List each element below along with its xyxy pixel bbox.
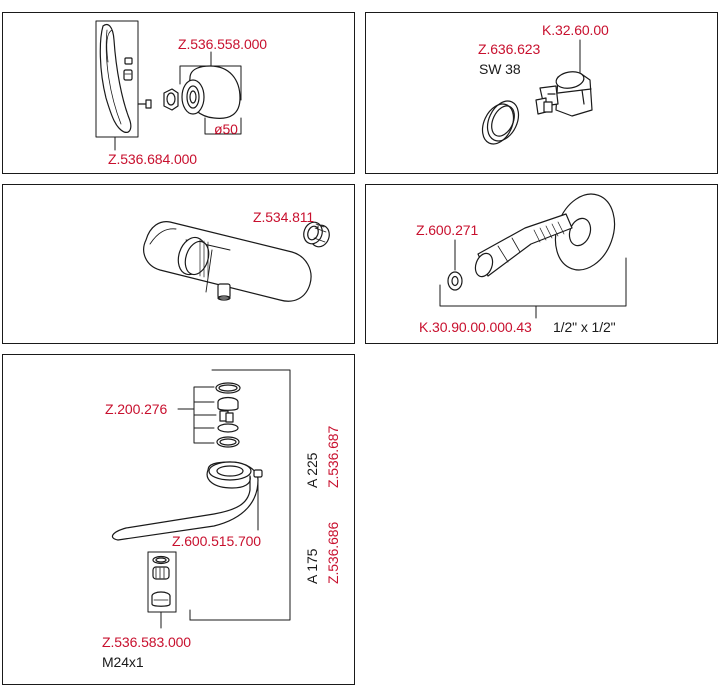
thermostat-body (143, 221, 312, 302)
spout-length-long: A 225 (304, 452, 320, 488)
cartridge-part-number: K.32.60.00 (542, 22, 609, 38)
cover-cap (181, 65, 241, 119)
aerator-thread: M24x1 (102, 654, 144, 670)
aerator-part-number: Z.536.583.000 (102, 634, 191, 650)
spout-screw (253, 469, 263, 478)
washer-part-number: Z.600.271 (416, 222, 479, 238)
cartridge (535, 71, 593, 117)
spout-length-short: A 175 (304, 548, 320, 584)
adapter-part (163, 88, 179, 111)
aerator-set (151, 555, 171, 607)
leader-lines-handle (114, 51, 242, 151)
connector-thread-size: 1/2" x 1/2" (553, 319, 616, 335)
cap-diameter: ø50 (214, 121, 238, 137)
connector-set-part-number: K.30.90.00.000.43 (419, 319, 532, 335)
screw-part-number: Z.600.515.700 (172, 533, 261, 549)
seal-set (215, 382, 241, 448)
cap-part-number: Z.536.558.000 (178, 36, 267, 52)
leader-lines-connector (439, 239, 627, 319)
nipple-part-number: Z.534.811 (253, 209, 315, 225)
spout-short-part-number: Z.536.686 (325, 521, 341, 584)
threaded-connector (474, 213, 573, 278)
flat-washer (447, 271, 463, 291)
handle-screw (137, 99, 152, 109)
seal-set-part-number: Z.200.276 (105, 401, 168, 417)
hex-nut (481, 100, 520, 145)
leader-lines-spout (147, 369, 291, 629)
spout-long-part-number: Z.536.687 (325, 425, 341, 488)
nut-wrench-size: SW 38 (479, 61, 521, 77)
handle-lever (95, 20, 139, 138)
nut-part-number: Z.636.623 (478, 41, 541, 57)
panel-connector (365, 184, 718, 344)
spout (111, 461, 259, 541)
handle-part-number: Z.536.684.000 (108, 151, 197, 167)
